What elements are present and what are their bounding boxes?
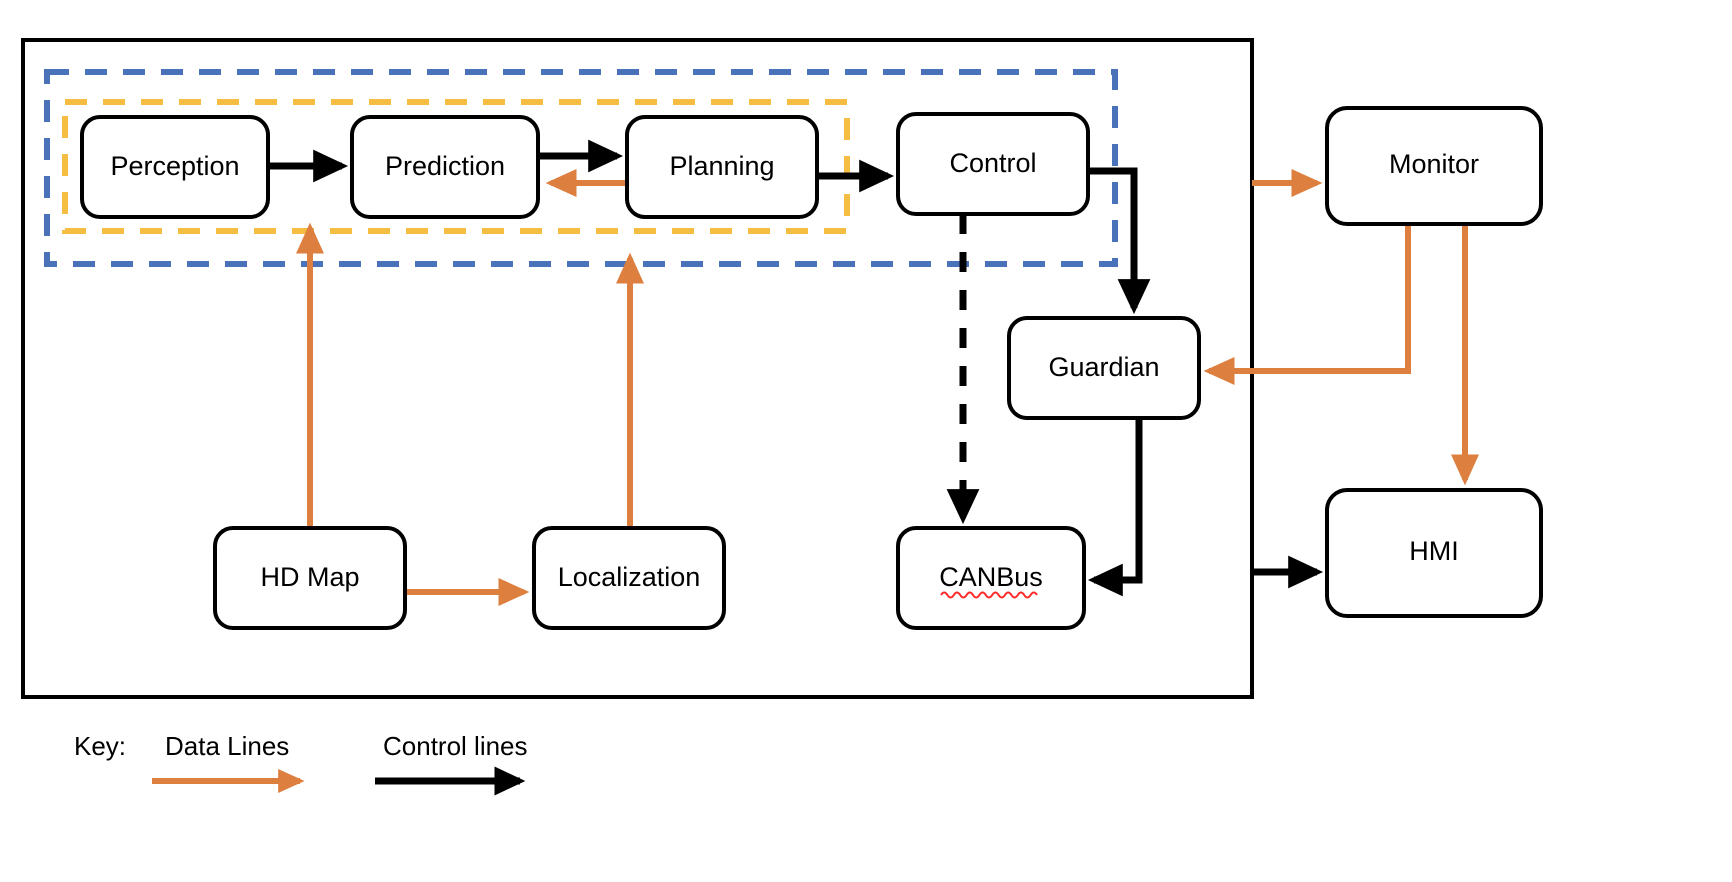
node-control-label: Control [949, 148, 1036, 178]
node-planning-box[interactable] [625, 115, 819, 219]
yellow-dashed-group [62, 99, 850, 234]
legend: Key: Data Lines Control lines [74, 731, 528, 796]
node-perception-box[interactable] [80, 115, 270, 219]
node-monitor-box[interactable] [1325, 106, 1543, 226]
node-guardian[interactable]: Guardian [1007, 316, 1201, 420]
node-perception-label: Perception [110, 151, 239, 181]
edge-monitor-to-guardian [1203, 224, 1411, 386]
node-monitor-label: Monitor [1389, 149, 1479, 179]
node-perception[interactable]: Perception [80, 115, 270, 219]
node-control-box[interactable] [896, 112, 1090, 216]
node-hd-map-box[interactable] [213, 526, 407, 630]
node-monitor[interactable]: Monitor [1325, 106, 1543, 226]
edge-guardian-to-canbus [1087, 418, 1143, 597]
canbus-spellcheck-underline [940, 591, 1038, 599]
node-prediction[interactable]: Prediction [350, 115, 540, 219]
node-prediction-label: Prediction [385, 151, 505, 181]
node-localization-box[interactable] [532, 526, 726, 630]
node-localization[interactable]: Localization [532, 526, 726, 630]
node-hd-map-label: HD Map [260, 562, 359, 592]
legend-key-label: Key: [74, 731, 126, 761]
legend-data-lines-label: Data Lines [165, 731, 289, 761]
node-canbus-box[interactable] [896, 526, 1086, 630]
node-canbus-label: CANBus [939, 562, 1043, 592]
node-localization-label: Localization [558, 562, 701, 592]
blue-dashed-group [44, 69, 1118, 267]
node-prediction-box[interactable] [350, 115, 540, 219]
node-guardian-label: Guardian [1048, 352, 1159, 382]
node-planning[interactable]: Planning [625, 115, 819, 219]
node-hd-map[interactable]: HD Map [213, 526, 407, 630]
node-hmi-box[interactable] [1325, 488, 1543, 618]
node-hmi[interactable]: HMI [1325, 488, 1543, 618]
legend-control-lines-label: Control lines [383, 731, 528, 761]
node-canbus[interactable]: CANBus [896, 526, 1086, 630]
node-hmi-label: HMI [1409, 536, 1459, 566]
edge-control-to-guardian [1088, 167, 1151, 315]
node-control[interactable]: Control [896, 112, 1090, 216]
node-guardian-box[interactable] [1007, 316, 1201, 420]
node-planning-label: Planning [669, 151, 774, 181]
